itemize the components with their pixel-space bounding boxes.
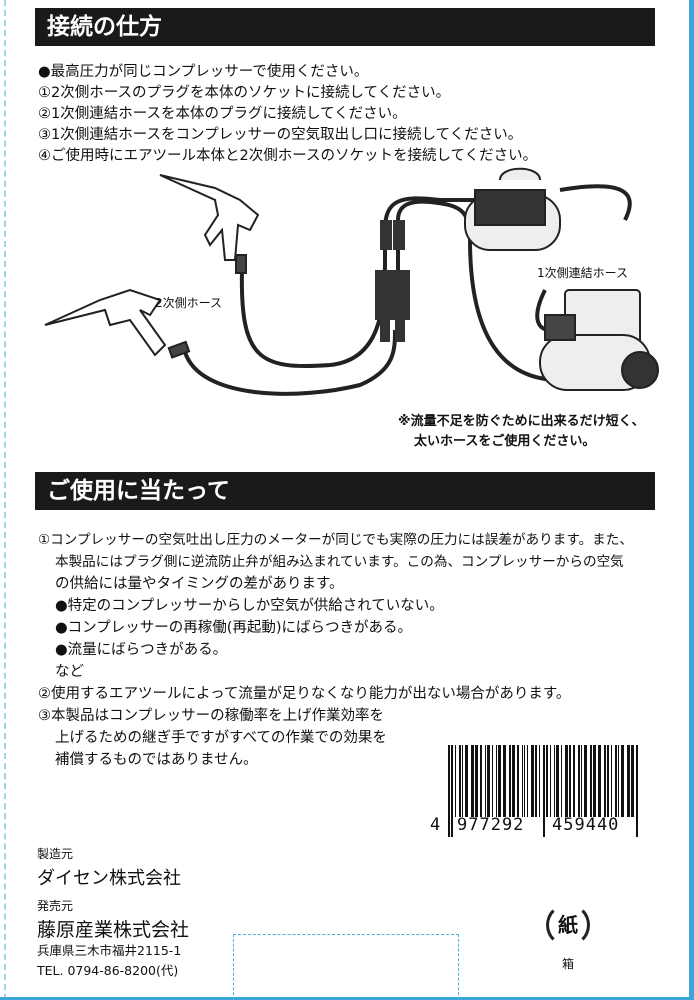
left-edge xyxy=(0,0,6,1000)
barcode-bar xyxy=(459,745,461,817)
section-title-usage: ご使用に当たって xyxy=(35,472,655,510)
barcode-bar xyxy=(480,745,482,817)
barcode-bar xyxy=(556,745,559,817)
usage-line: など xyxy=(55,664,84,680)
usage-line: ②使用するエアツールによって流量が足りなくなり能力が出ない場合があります。 xyxy=(38,686,571,702)
usage-line: ①コンプレッサーの空気吐出し圧力のメーターが同じでも実際の圧力には誤差があります… xyxy=(38,532,633,548)
barcode-bar xyxy=(485,745,486,817)
barcode-digit-first: 4 xyxy=(430,815,441,835)
barcode-bar xyxy=(604,745,606,817)
compressor-lower xyxy=(539,289,659,391)
barcode-bar xyxy=(512,745,515,817)
barcode-bar xyxy=(543,745,545,837)
barcode-bar xyxy=(522,745,523,817)
barcode-bar xyxy=(531,745,534,817)
barcode-bar xyxy=(607,745,609,817)
barcode-bar xyxy=(524,745,525,817)
right-edge xyxy=(689,0,694,1000)
maker-label: 製造元 xyxy=(37,847,74,861)
barcode-bar xyxy=(581,745,582,817)
barcode-bar xyxy=(503,745,506,817)
barcode-bar xyxy=(455,745,456,817)
barcode-bar xyxy=(636,745,638,837)
barcode-bar xyxy=(448,745,450,837)
connection-line: ①2次側ホースのプラグを本体のソケットに接続してください。 xyxy=(38,85,451,101)
barcode-bar xyxy=(631,745,634,817)
section-title-connection: 接続の仕方 xyxy=(35,8,655,46)
barcode-bar xyxy=(498,745,501,817)
usage-line: 本製品にはプラグ側に逆流防止弁が組み込まれています。この為、コンプレッサーからの… xyxy=(55,554,624,570)
barcode-bar xyxy=(475,745,478,817)
barcode-bar xyxy=(465,745,468,817)
usage-line: ●コンプレッサーの再稼働(再起動)にばらつきがある。 xyxy=(55,620,413,636)
bottom-edge xyxy=(0,997,694,1000)
seller-address: 兵庫県三木市福井2115-1 xyxy=(37,943,182,958)
barcode-bar xyxy=(569,745,571,817)
maker-name: ダイセン株式会社 xyxy=(37,868,181,889)
usage-line: 上げるための継ぎ手ですがすべての作業での効果を xyxy=(55,730,387,746)
connection-diagram xyxy=(44,167,659,396)
barcode-bar xyxy=(546,745,548,817)
barcode-bar xyxy=(578,745,580,817)
barcode-bar xyxy=(509,745,511,817)
seller-tel: TEL. 0794-86-8200(代) xyxy=(37,963,179,978)
barcode-bar xyxy=(492,745,493,817)
usage-line: ●特定のコンプレッサーからしか空気が供給されていない。 xyxy=(55,598,444,614)
barcode-bar xyxy=(527,745,528,817)
hose-compressor xyxy=(559,184,632,221)
connection-line: ②1次側連結ホースを本体のプラグに接続してください。 xyxy=(38,106,407,122)
hose-secondary-upper xyxy=(239,196,500,369)
air-gun-lower xyxy=(44,288,191,359)
barcode-bar xyxy=(496,745,497,817)
connection-line: ④ご使用時にエアツール本体と2次側ホースのソケットを接続してください。 xyxy=(38,148,538,164)
barcode-bar xyxy=(565,745,568,817)
label-secondary-hose: 2次側ホース xyxy=(155,296,223,310)
barcode-bar xyxy=(550,745,551,817)
barcode-bar xyxy=(487,745,490,817)
air-gun-upper xyxy=(159,174,260,274)
recycle-label: 箱 xyxy=(562,957,575,971)
barcode-bar xyxy=(611,745,612,817)
barcode-bar xyxy=(451,745,453,837)
paper-recycle-icon: 紙 xyxy=(546,903,590,947)
barcode-bar xyxy=(517,745,519,817)
seller-name: 藤原産業株式会社 xyxy=(37,919,190,941)
hose-note: 太いホースをご使用ください。 xyxy=(414,434,596,449)
connection-line: ③1次側連結ホースをコンプレッサーの空気取出し口に接続してください。 xyxy=(38,127,523,143)
compressor-upper xyxy=(464,167,561,251)
barcode-bar xyxy=(598,745,601,817)
stamp-area xyxy=(233,934,459,1000)
barcode-digits-left: 977292 xyxy=(457,815,525,835)
barcode-bar xyxy=(554,745,555,817)
barcode-bar xyxy=(584,745,587,817)
barcode-bar xyxy=(471,745,474,817)
barcode-bar xyxy=(573,745,575,817)
usage-line: の供給には量やタイミングの差があります。 xyxy=(55,576,344,592)
hose-secondary-lower xyxy=(183,329,397,396)
barcode-bar xyxy=(590,745,592,817)
barcode-digits-right: 459440 xyxy=(552,815,620,835)
usage-line: ●流量にばらつきがある。 xyxy=(55,642,228,658)
barcode xyxy=(448,745,638,837)
usage-line: ③本製品はコンプレッサーの稼働率を上げ作業効率を xyxy=(38,708,385,724)
hose-note: ※流量不足を防ぐために出来るだけ短く、 xyxy=(398,414,645,429)
label-primary-hose: 1次側連結ホース xyxy=(537,266,629,280)
barcode-bar xyxy=(618,745,619,817)
barcode-bar xyxy=(615,745,617,817)
seller-label: 発売元 xyxy=(37,899,74,913)
barcode-bar xyxy=(561,745,562,817)
barcode-bar xyxy=(593,745,596,817)
barcode-bar xyxy=(535,745,537,817)
barcode-bar xyxy=(462,745,463,817)
connection-line: ●最高圧力が同じコンプレッサーで使用ください。 xyxy=(38,64,369,80)
barcode-bar xyxy=(627,745,630,817)
usage-line: 補償するものではありません。 xyxy=(55,752,258,768)
barcode-bar xyxy=(621,745,624,817)
barcode-bar xyxy=(539,745,540,817)
